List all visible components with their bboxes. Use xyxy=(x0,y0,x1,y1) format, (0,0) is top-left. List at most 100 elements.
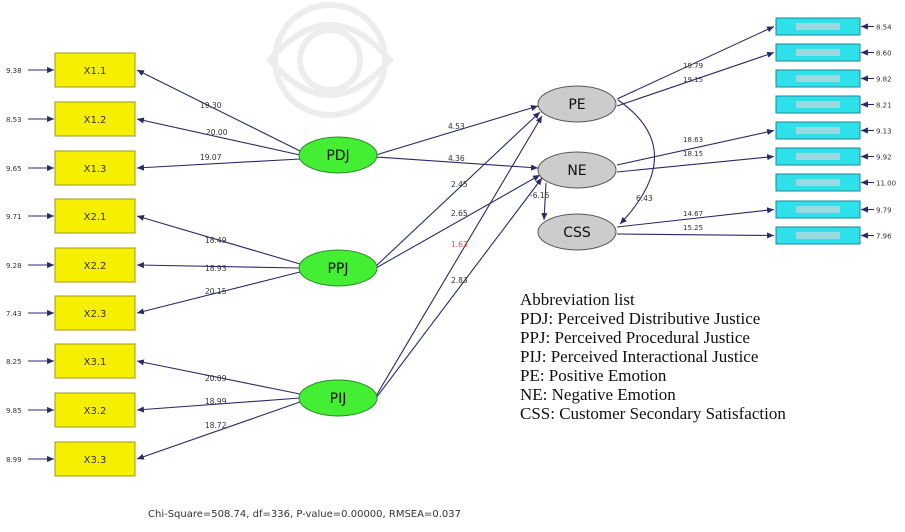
indicator-label: X2.3 xyxy=(84,309,107,320)
path-ppj-ne xyxy=(375,174,541,269)
legend-item-ne: NE: Negative Emotion xyxy=(520,385,676,404)
loading-estimate-label: 19.30 xyxy=(200,101,222,110)
watermark-logo xyxy=(266,2,394,118)
indicator-box-X2.1 xyxy=(54,198,136,234)
indicator-loading-path xyxy=(616,51,775,107)
indicator-label: X3.2 xyxy=(84,406,107,417)
latent-label: NE xyxy=(567,163,586,179)
error-variance-label: 8.54 xyxy=(876,24,892,32)
indicator-box-X3.3 xyxy=(54,441,136,477)
indicator-loading-path xyxy=(616,154,775,173)
loading-estimate-label: 18.99 xyxy=(205,397,227,406)
loading-estimate-label: 18.49 xyxy=(205,236,227,245)
error-variance-label: 9.82 xyxy=(876,76,892,84)
loading-estimate-label: 20.09 xyxy=(205,374,227,383)
path-ppj-pe xyxy=(375,111,541,267)
path-pij-pe xyxy=(375,115,543,397)
indicator-box-X1.3 xyxy=(54,150,136,186)
error-variance-label: 7.96 xyxy=(876,233,892,241)
latent-label: CSS xyxy=(563,225,591,241)
latent-pe xyxy=(537,85,617,123)
loading-path xyxy=(136,271,301,315)
indicator-box-X3.1 xyxy=(54,343,136,379)
indicator-loading-path xyxy=(616,207,775,228)
indicator-label: X2.1 xyxy=(84,212,107,223)
blurred-indicator-label xyxy=(796,127,840,134)
error-variance-label: 11.00 xyxy=(876,180,896,188)
indicator-box-X1.2 xyxy=(54,101,136,137)
latent-pdj xyxy=(298,136,378,174)
loading-estimate-label: 18.72 xyxy=(205,421,227,430)
path-ne-css xyxy=(541,182,548,221)
legend-item-ppj: PPJ: Perceived Procedural Justice xyxy=(520,328,750,347)
latent-css xyxy=(537,213,617,251)
latent-label: PE xyxy=(568,97,585,113)
blurred-indicator-label xyxy=(796,23,840,30)
indicator-label: X3.3 xyxy=(84,455,107,466)
latent-ne xyxy=(537,151,617,189)
loading-estimate-label: 19.07 xyxy=(200,153,222,162)
error-variance-label: 9.65 xyxy=(6,165,22,173)
latent-label: PIJ xyxy=(330,391,347,407)
loading-path xyxy=(136,69,301,152)
indicator-loading-label: 18.63 xyxy=(683,136,703,144)
error-variance-label: 8.21 xyxy=(876,102,892,110)
blurred-indicator-label xyxy=(796,49,840,56)
indicator-label: X1.1 xyxy=(84,66,107,77)
structural-estimate-label: 2.65 xyxy=(451,209,468,218)
legend-item-pe: PE: Positive Emotion xyxy=(520,366,667,385)
blurred-indicator-label xyxy=(796,179,840,186)
error-variance-label: 9.28 xyxy=(6,262,22,270)
legend-item-css: CSS: Customer Secondary Satisfaction xyxy=(520,404,786,423)
blurred-indicator-label xyxy=(796,75,840,82)
loading-path xyxy=(136,401,301,460)
error-variance-label: 9.92 xyxy=(876,154,892,162)
error-variance-label: 8.99 xyxy=(6,456,22,464)
legend-item-pdj: PDJ: Perceived Distributive Justice xyxy=(520,309,761,328)
path-pdj-pe xyxy=(375,105,539,156)
structural-estimate-label: 1.63 xyxy=(451,240,468,249)
loading-estimate-label: 20.15 xyxy=(205,287,227,296)
indicator-label: X1.2 xyxy=(84,115,107,126)
loading-estimate-label: 20.00 xyxy=(206,128,228,137)
loading-path xyxy=(136,117,301,156)
error-variance-label: 9.13 xyxy=(876,128,892,136)
fit-statistics: Chi-Square=508.74, df=336, P-value=0.000… xyxy=(148,509,461,520)
indicator-loading-label: 19.15 xyxy=(683,76,703,84)
loading-path xyxy=(136,359,301,395)
loading-estimate-label: 18.93 xyxy=(205,264,227,273)
blurred-indicator-label xyxy=(796,153,840,160)
latent-ppj xyxy=(298,249,378,287)
indicator-box-X1.1 xyxy=(54,52,136,88)
indicator-loading-label: 18.15 xyxy=(683,150,703,158)
indicator-box-X2.3 xyxy=(54,295,136,331)
error-variance-label: 8.60 xyxy=(876,50,892,58)
abbreviation-legend: Abbreviation list PDJ: Perceived Distrib… xyxy=(520,290,786,423)
structural-estimate-label: -6.15 xyxy=(530,191,550,200)
error-variance-label: 8.53 xyxy=(6,116,22,124)
blurred-indicator-label xyxy=(796,101,840,108)
error-variance-label: 7.43 xyxy=(6,310,22,318)
legend-title: Abbreviation list xyxy=(520,290,635,309)
structural-estimate-label: 2.45 xyxy=(451,180,468,189)
blurred-indicator-label xyxy=(796,232,840,239)
structural-estimate-label: 6.43 xyxy=(636,194,653,203)
error-variance-label: 8.25 xyxy=(6,358,22,366)
loading-path xyxy=(136,262,301,269)
indicator-loading-path xyxy=(616,26,775,100)
latent-label: PDJ xyxy=(326,148,349,164)
indicator-loading-label: 19.79 xyxy=(683,62,703,70)
indicator-loading-path xyxy=(616,232,775,239)
error-variance-label: 9.38 xyxy=(6,67,22,75)
indicator-loading-label: 14.67 xyxy=(683,210,703,218)
indicator-box-X3.2 xyxy=(54,392,136,428)
indicator-label: X2.2 xyxy=(84,261,107,272)
blurred-indicator-label xyxy=(796,206,840,213)
legend-item-pij: PIJ: Perceived Interactional Justice xyxy=(520,347,759,366)
indicator-loading-label: 15.25 xyxy=(683,224,703,232)
path-pe-css xyxy=(617,99,655,225)
path-pij-ne xyxy=(375,177,543,399)
structural-estimate-label: 4.36 xyxy=(448,154,465,163)
structural-estimate-label: 4.53 xyxy=(448,122,465,131)
